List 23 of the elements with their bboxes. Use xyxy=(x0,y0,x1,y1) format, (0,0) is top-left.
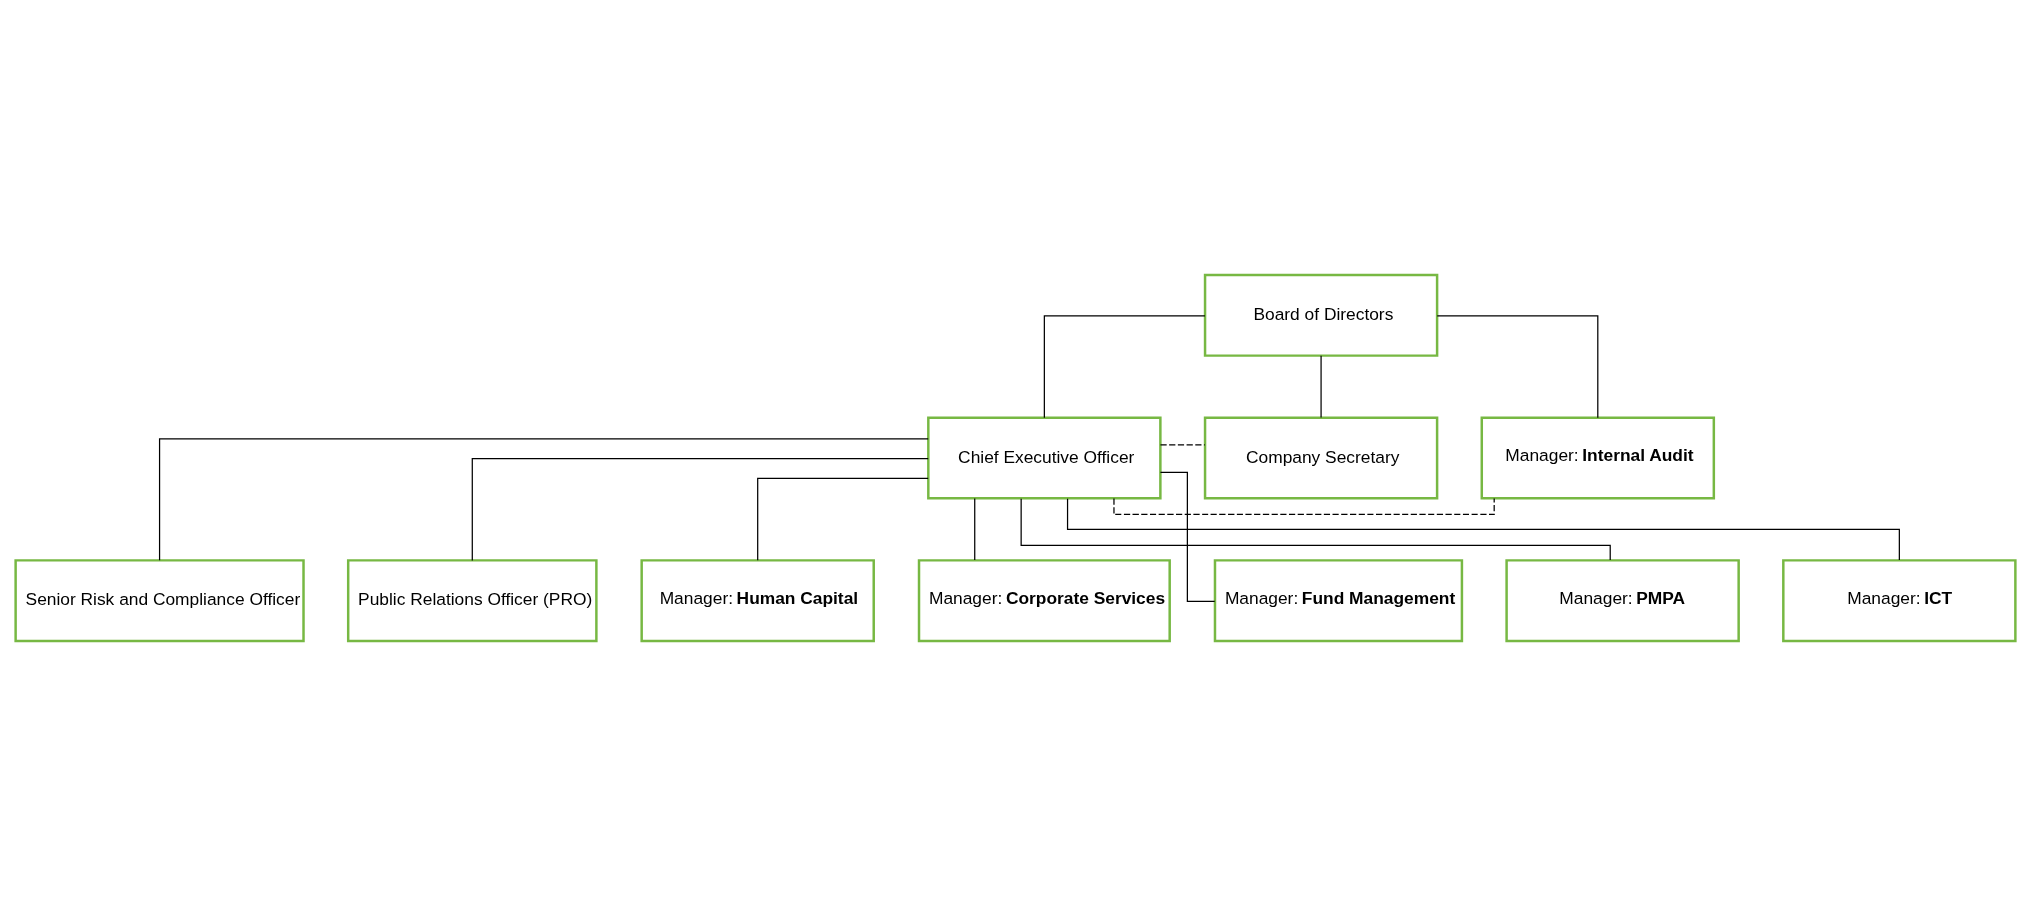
connector xyxy=(1159,443,1206,446)
connector xyxy=(158,437,929,561)
connector xyxy=(1066,497,1900,561)
node-box: Manager: Corporate Services xyxy=(917,558,1171,642)
connector xyxy=(757,477,929,561)
node-box: Manager: Human Capital xyxy=(640,558,875,642)
connector xyxy=(974,497,976,561)
connector xyxy=(471,457,929,561)
connector xyxy=(1043,314,1206,418)
connector xyxy=(1113,497,1495,515)
node-box: Manager: PMPA xyxy=(1505,558,1740,642)
node-box: Manager: Fund Management xyxy=(1213,558,1464,642)
node-box: Chief Executive Officer xyxy=(927,415,1162,500)
node-box: Board of Directors xyxy=(1203,273,1439,357)
connector xyxy=(1436,314,1599,418)
node-box: Manager: ICT xyxy=(1782,558,2017,642)
connector xyxy=(1159,471,1216,602)
node-box: Public Relations Officer (PRO) xyxy=(346,558,598,642)
node-box: Manager: Internal Audit xyxy=(1480,415,1716,500)
node-box: Company Secretary xyxy=(1203,415,1439,500)
connector xyxy=(1020,497,1611,561)
connector xyxy=(1320,354,1322,418)
node-box: Senior Risk and Compliance Officer xyxy=(14,558,305,642)
